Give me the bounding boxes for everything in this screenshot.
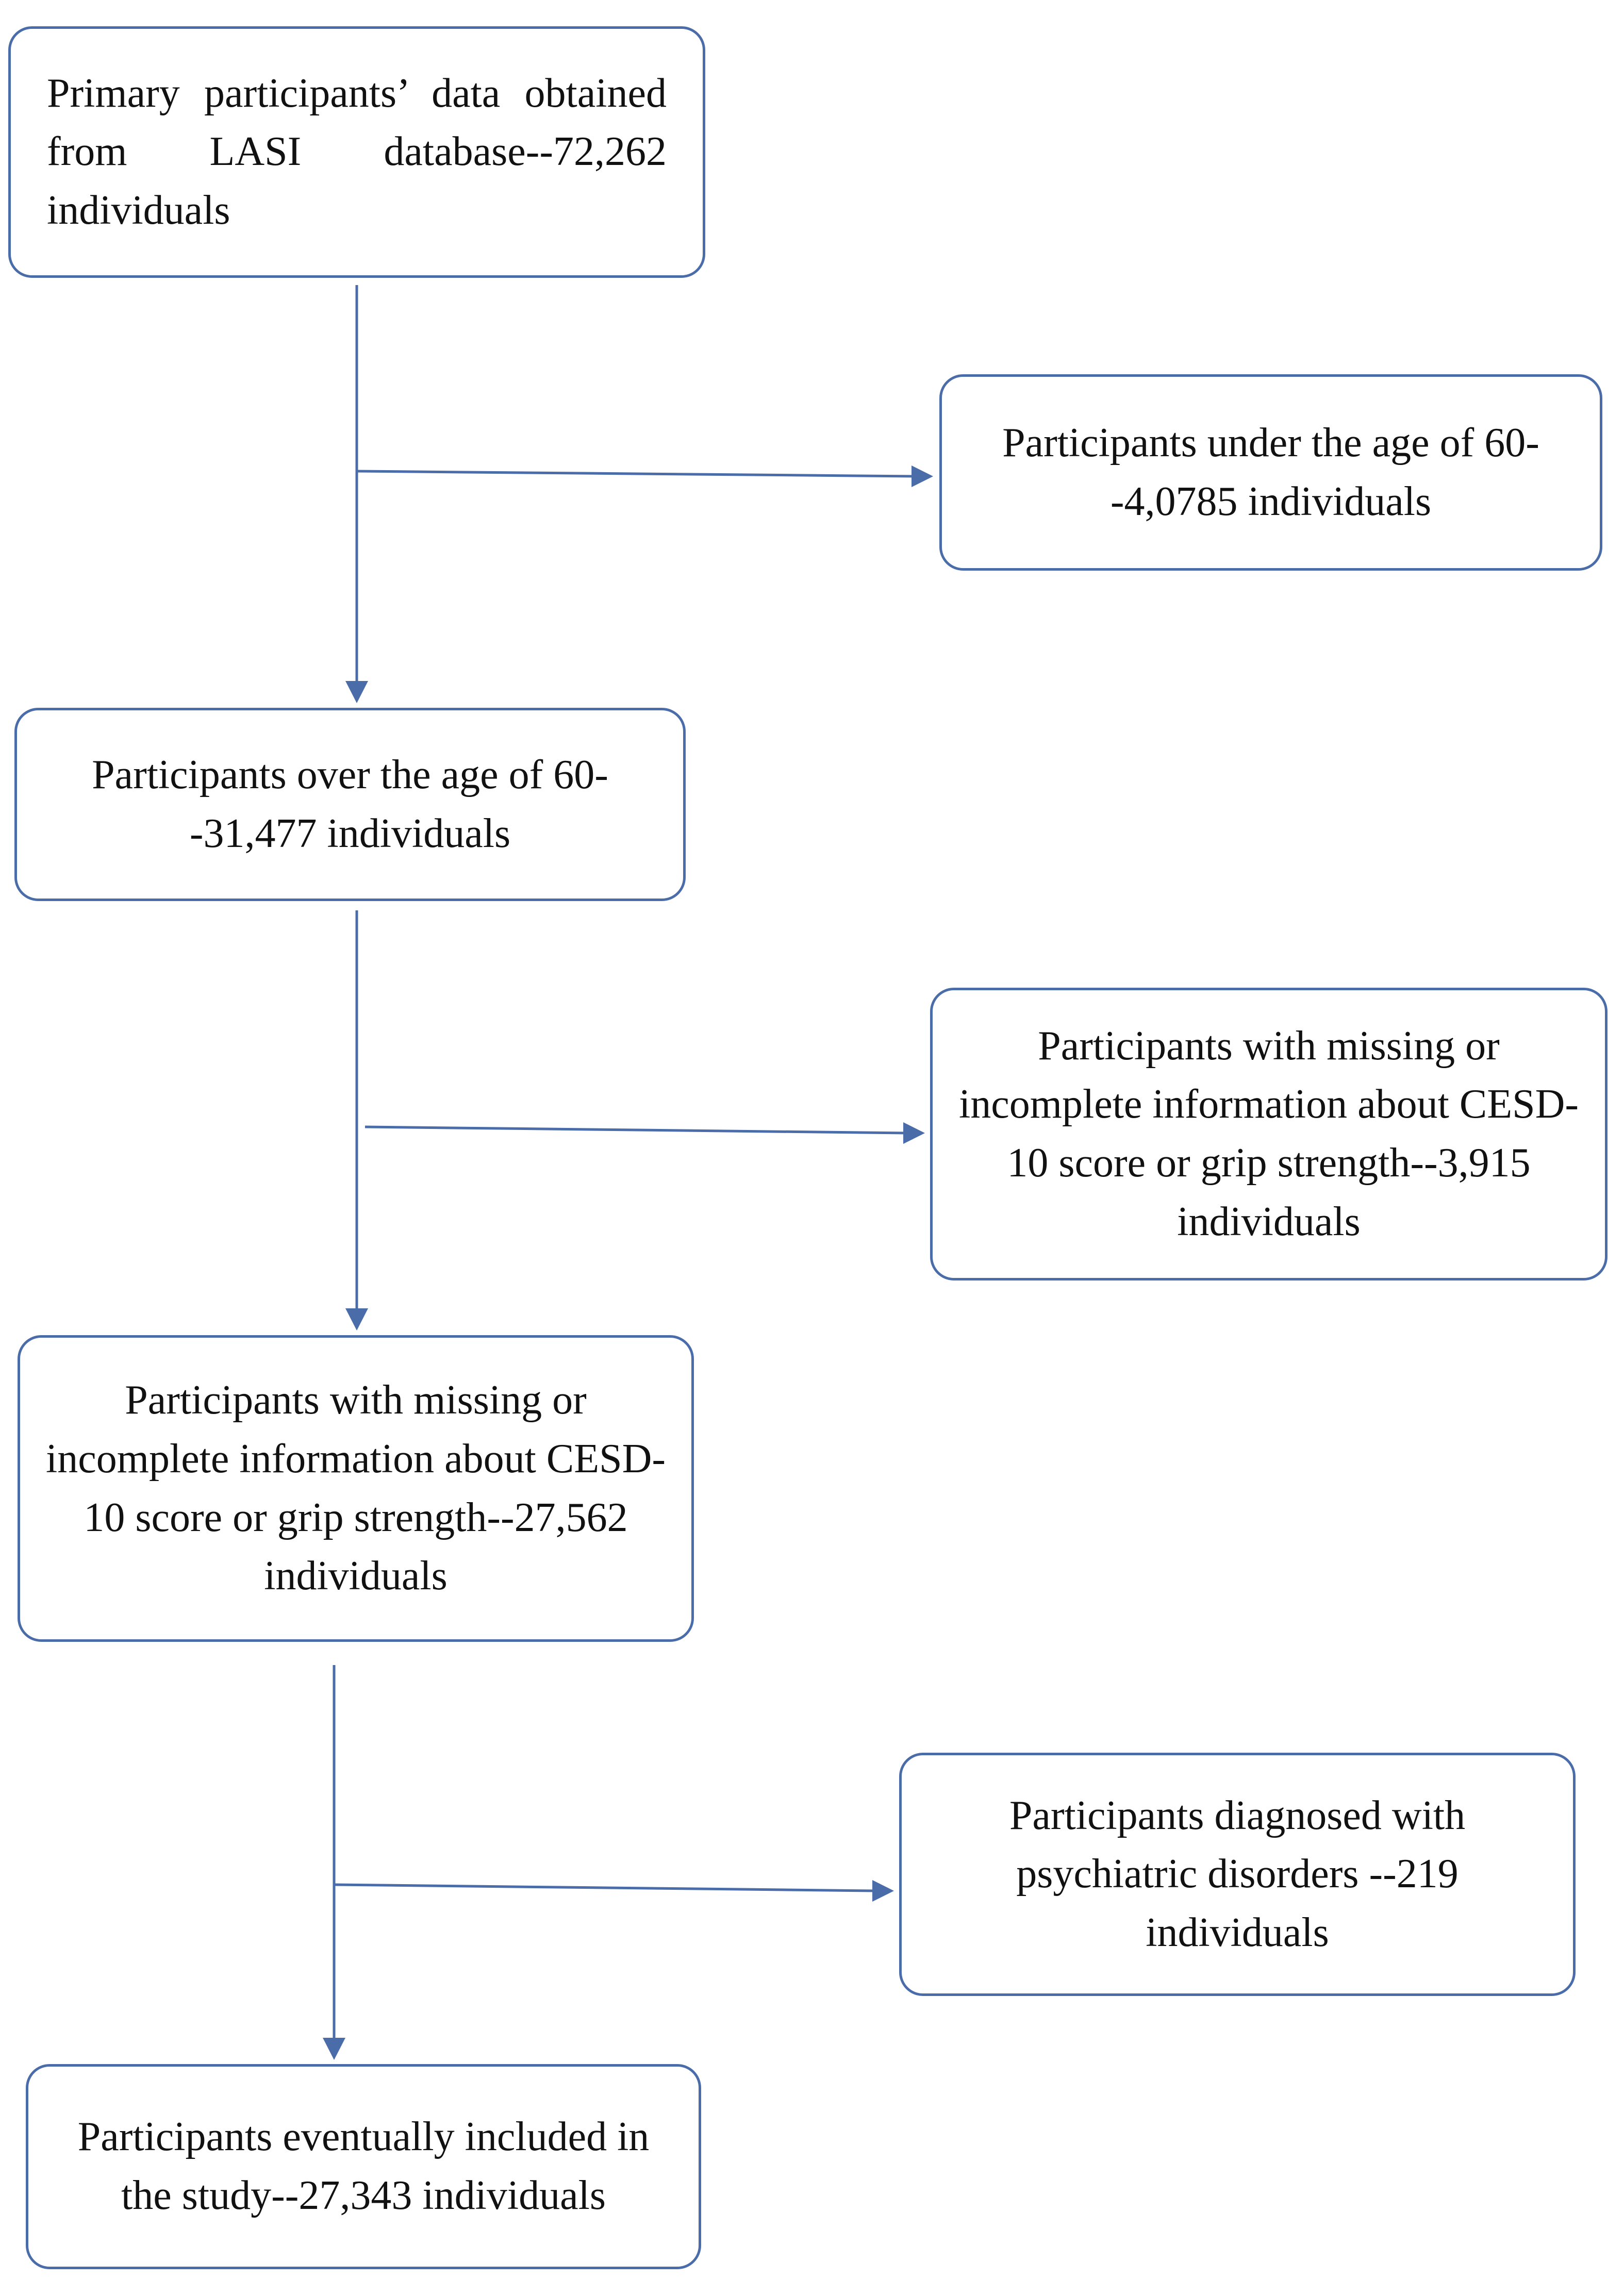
participants-over-60-text: Participants over the age of 60--31,477 …: [92, 752, 608, 856]
excluded-missing-info-box: Participants with missing or incomplete …: [930, 988, 1608, 1280]
connector-exclude-missing: [364, 1125, 908, 1135]
arrowhead-missing-remaining: [345, 1308, 368, 1331]
missing-info-remaining-text: Participants with missing or incomplete …: [46, 1377, 666, 1599]
connector-exclude-age: [356, 470, 917, 478]
connector-exclude-psych: [334, 1883, 877, 1892]
arrowhead-exclude-age: [912, 465, 933, 487]
excluded-psychiatric-text: Participants diagnosed with psychiatric …: [1009, 1792, 1466, 1955]
excluded-psychiatric-box: Participants diagnosed with psychiatric …: [899, 1753, 1576, 1996]
arrowhead-exclude-missing: [903, 1122, 925, 1144]
excluded-under-60-text: Participants under the age of 60--4,0785…: [1002, 420, 1539, 524]
missing-info-remaining-box: Participants with missing or incomplete …: [18, 1335, 694, 1642]
arrowhead-over-60: [345, 681, 368, 703]
excluded-missing-info-text: Participants with missing or incomplete …: [959, 1023, 1579, 1244]
final-included-box: Participants eventually included in the …: [26, 2064, 701, 2269]
primary-participants-box: Primary participants’ data obtained from…: [8, 26, 705, 278]
arrowhead-final: [323, 2038, 345, 2060]
participants-over-60-box: Participants over the age of 60--31,477 …: [14, 708, 686, 901]
arrowhead-exclude-psych: [872, 1880, 894, 1902]
final-included-text: Participants eventually included in the …: [77, 2114, 650, 2218]
primary-participants-text: Primary participants’ data obtained from…: [47, 70, 667, 233]
excluded-under-60-box: Participants under the age of 60--4,0785…: [939, 374, 1602, 571]
